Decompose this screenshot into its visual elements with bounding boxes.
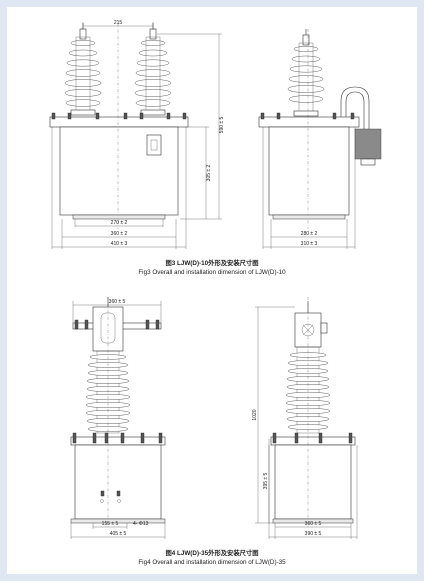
fig3-dim-total-height: 590 ± 5	[219, 116, 225, 133]
fig3-caption-cn: 图3 LJW(D)-10外形及安装尺寸图	[165, 258, 258, 267]
fig3-dim-top-spacing: 215	[114, 20, 123, 26]
fig4-caption-en: Fig4 Overall and installation dimension …	[138, 559, 286, 566]
catalog-page: 215 590 ± 5 305 ± 2 270 ± 2 360 ± 2 410 …	[7, 7, 417, 574]
fig4-dim-top-width: 360 ± 5	[109, 299, 126, 305]
fig4-dim-total-height: 1020	[252, 409, 258, 420]
dimension-drawings: 215 590 ± 5 305 ± 2 270 ± 2 360 ± 2 410 …	[49, 20, 382, 566]
fig3-dim-side-mount: 280 ± 2	[301, 231, 318, 237]
fig3-dim-width-total: 410 ± 3	[111, 241, 128, 247]
fig4-side-view: 1020 395 ± 5 360 ± 5 390 ± 5	[252, 297, 358, 539]
fig4-caption-cn: 图4 LJW(D)-35外形及安装尺寸图	[165, 548, 258, 557]
fig4-dim-body-height: 395 ± 5	[263, 472, 269, 489]
fig3-left-insulator	[64, 23, 102, 116]
fig4-dim-hole-spacing: 155 ± 5	[102, 521, 119, 527]
fig3-dim-body-height: 305 ± 2	[206, 164, 212, 181]
fig3-dim-mount-b: 360 ± 2	[111, 231, 128, 237]
fig3-dim-side-width: 310 ± 3	[301, 241, 318, 247]
fig3-caption-en: Fig3 Overall and installation dimension …	[138, 269, 286, 276]
fig3-front-view: 215 590 ± 5 305 ± 2 270 ± 2 360 ± 2 410 …	[49, 20, 225, 249]
fig3-dim-mount-a: 270 ± 2	[111, 220, 128, 226]
fig4-dim-base-width: 405 ± 5	[110, 531, 127, 537]
fig4-dim-holes: 4- Φ13	[133, 521, 149, 527]
fig4-dim-side-width: 390 ± 5	[305, 531, 322, 537]
fig4-dim-side-mount: 360 ± 5	[305, 521, 322, 527]
fig3-right-insulator	[134, 23, 172, 116]
fig3-side-view: 280 ± 2 310 ± 3	[258, 29, 382, 249]
fig4-front-view: 360 ± 5 155 ± 5 4- Φ13 405 ± 5	[70, 297, 166, 539]
